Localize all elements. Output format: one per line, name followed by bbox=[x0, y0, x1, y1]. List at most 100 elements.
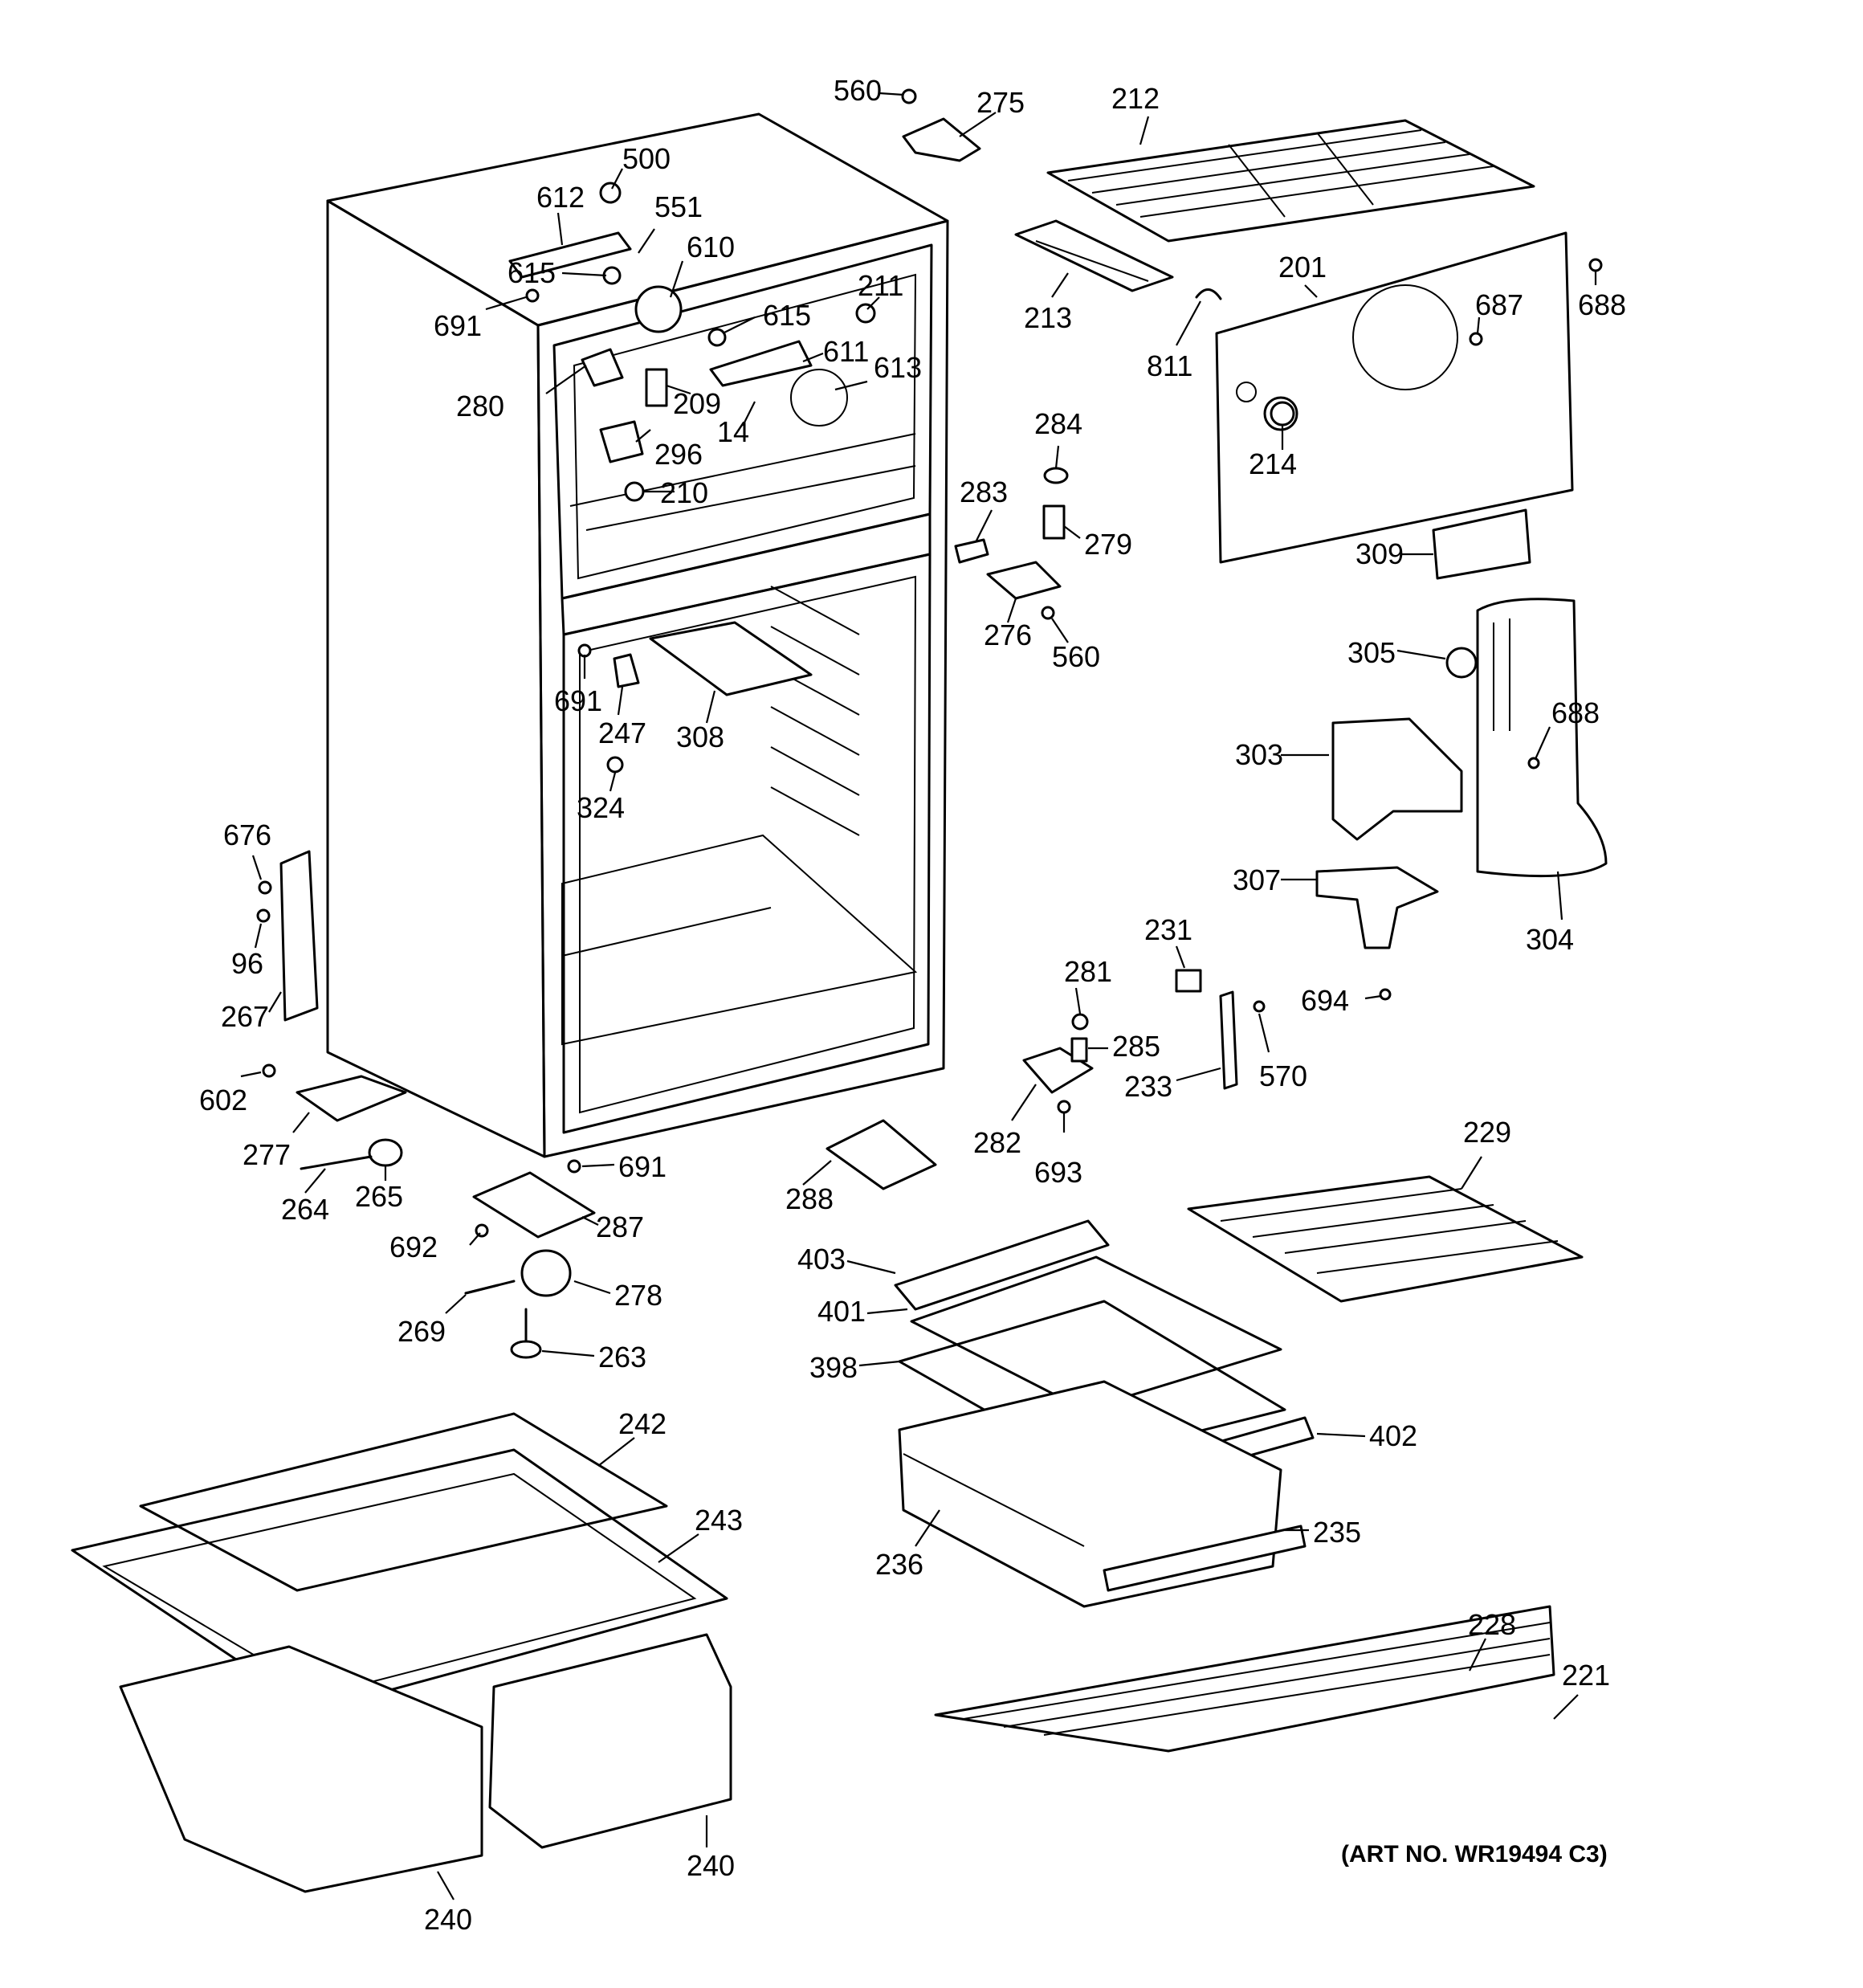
callout-209: 209 bbox=[673, 387, 721, 420]
crisper-rail-235 bbox=[1103, 1525, 1307, 1592]
screw-688-mid bbox=[1527, 757, 1540, 769]
callout-615-mid: 615 bbox=[763, 299, 811, 332]
screw-96 bbox=[256, 908, 271, 923]
callout-264: 264 bbox=[281, 1193, 329, 1226]
callout-240-left: 240 bbox=[424, 1903, 472, 1936]
pan-frame-243 bbox=[71, 1448, 728, 1712]
callout-402: 402 bbox=[1369, 1419, 1417, 1452]
drawer-240-left bbox=[119, 1645, 483, 1893]
cap-231 bbox=[1175, 969, 1202, 993]
cap-279 bbox=[1042, 504, 1066, 540]
callout-214: 214 bbox=[1249, 447, 1297, 480]
bracket-612 bbox=[508, 231, 632, 279]
callout-610: 610 bbox=[687, 231, 735, 263]
callout-281: 281 bbox=[1064, 955, 1112, 988]
callout-231: 231 bbox=[1144, 913, 1192, 946]
screw-602 bbox=[262, 1063, 276, 1078]
callout-324: 324 bbox=[577, 791, 625, 824]
thermostat-296 bbox=[599, 420, 644, 463]
callout-612: 612 bbox=[536, 181, 585, 214]
screw-688-top bbox=[1588, 258, 1603, 272]
art-number: (ART NO. WR19494 C3) bbox=[1341, 1841, 1608, 1868]
ice-tray-213 bbox=[1014, 219, 1174, 292]
hinge-288 bbox=[826, 1119, 937, 1190]
callout-688-mid: 688 bbox=[1551, 696, 1600, 729]
callout-288: 288 bbox=[785, 1182, 834, 1215]
callout-14: 14 bbox=[717, 415, 749, 448]
screw-570 bbox=[1253, 1000, 1266, 1013]
callout-229: 229 bbox=[1463, 1116, 1511, 1149]
callout-242: 242 bbox=[618, 1407, 667, 1440]
callout-602: 602 bbox=[199, 1084, 247, 1116]
callout-212: 212 bbox=[1111, 82, 1160, 115]
callout-201: 201 bbox=[1278, 251, 1327, 284]
screw-691-mid bbox=[577, 643, 592, 658]
callout-560-mid: 560 bbox=[1052, 640, 1100, 673]
callout-263: 263 bbox=[598, 1341, 646, 1374]
callout-811: 811 bbox=[1147, 349, 1192, 382]
callout-285: 285 bbox=[1112, 1030, 1160, 1063]
crisper-frame-403 bbox=[894, 1219, 1110, 1311]
screw-687 bbox=[1469, 332, 1483, 346]
callout-688-top: 688 bbox=[1578, 288, 1626, 321]
plug-324 bbox=[606, 756, 624, 774]
callout-560-top: 560 bbox=[834, 74, 882, 107]
callout-233: 233 bbox=[1124, 1070, 1172, 1103]
callout-284: 284 bbox=[1034, 407, 1082, 440]
callout-304: 304 bbox=[1526, 923, 1574, 956]
knob-214 bbox=[1270, 401, 1295, 427]
callout-691-top: 691 bbox=[434, 309, 482, 342]
screw-691-top bbox=[525, 288, 540, 303]
dispenser-chute-303 bbox=[1331, 717, 1463, 841]
glass-cover-242 bbox=[139, 1412, 668, 1592]
light-280 bbox=[581, 348, 624, 387]
callout-287: 287 bbox=[596, 1210, 644, 1243]
pin-269 bbox=[464, 1284, 499, 1295]
lower-hinge-277 bbox=[296, 1075, 407, 1122]
callout-243: 243 bbox=[695, 1504, 743, 1537]
crisper-glass-401 bbox=[910, 1255, 1282, 1411]
callout-276: 276 bbox=[984, 618, 1032, 651]
callout-267: 267 bbox=[221, 1000, 269, 1033]
drawer-240-right bbox=[488, 1633, 732, 1849]
callout-551: 551 bbox=[654, 190, 703, 223]
callout-282: 282 bbox=[973, 1126, 1021, 1159]
bracket-281 bbox=[1071, 1013, 1089, 1031]
light-socket-209 bbox=[645, 368, 668, 407]
callout-235: 235 bbox=[1313, 1516, 1361, 1549]
dispenser-housing-304 bbox=[1476, 598, 1608, 878]
screw-210 bbox=[624, 481, 645, 502]
refrigerator-cabinet bbox=[326, 112, 949, 1158]
callout-570: 570 bbox=[1259, 1059, 1307, 1092]
callout-278: 278 bbox=[614, 1279, 662, 1312]
wire-shelf-229 bbox=[1187, 1175, 1584, 1303]
callout-283: 283 bbox=[960, 476, 1008, 508]
callout-265: 265 bbox=[355, 1180, 403, 1213]
freezer-wire-shelf-212 bbox=[1046, 119, 1535, 243]
callout-228: 228 bbox=[1468, 1608, 1516, 1641]
callout-691-mid: 691 bbox=[554, 684, 602, 717]
callout-210: 210 bbox=[660, 476, 708, 509]
callout-613: 613 bbox=[874, 351, 922, 384]
screw-676 bbox=[258, 880, 272, 895]
nut-284 bbox=[1043, 467, 1069, 484]
rail-233 bbox=[1219, 990, 1238, 1090]
callout-303: 303 bbox=[1235, 738, 1283, 771]
screw-694 bbox=[1379, 988, 1392, 1001]
gear-305 bbox=[1445, 647, 1478, 679]
callout-308: 308 bbox=[676, 720, 724, 753]
shelf-plate-308 bbox=[649, 621, 813, 696]
callout-96: 96 bbox=[231, 947, 263, 980]
callout-676: 676 bbox=[223, 818, 271, 851]
callout-279: 279 bbox=[1084, 528, 1132, 561]
callout-687: 687 bbox=[1475, 288, 1523, 321]
callout-309: 309 bbox=[1355, 537, 1404, 570]
roller-265 bbox=[300, 1138, 403, 1170]
hinge-plate-287 bbox=[472, 1171, 596, 1239]
wire-shelf-228 bbox=[934, 1605, 1555, 1753]
callout-307: 307 bbox=[1233, 863, 1281, 896]
clip-211 bbox=[855, 303, 876, 324]
callout-693: 693 bbox=[1034, 1156, 1082, 1189]
callout-269: 269 bbox=[397, 1315, 446, 1348]
